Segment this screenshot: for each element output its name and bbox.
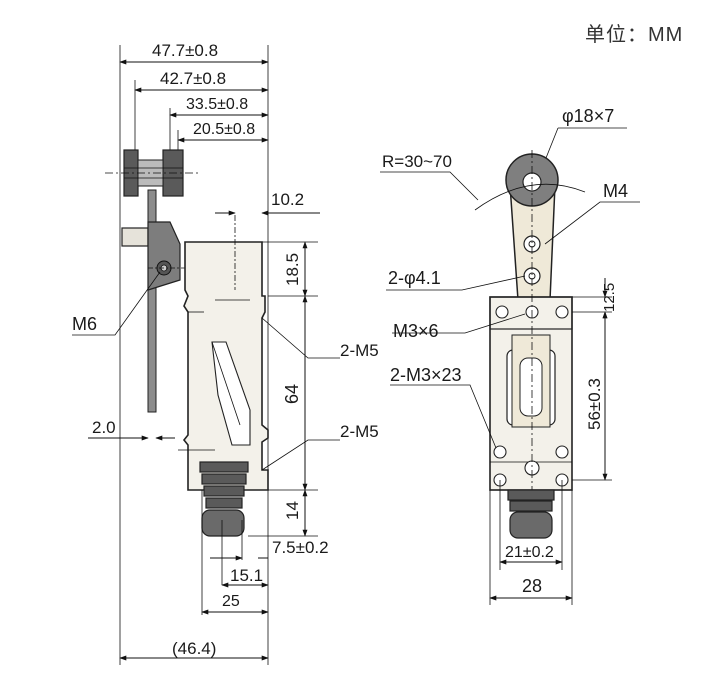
dim-lever: 42.7±0.8	[160, 69, 226, 88]
dim-2-0: 2.0	[92, 418, 116, 437]
dim-10-2: 10.2	[271, 190, 304, 209]
label-m3x6: M3×6	[393, 321, 439, 341]
lever-arm	[147, 189, 157, 413]
label-roller: φ18×7	[562, 106, 614, 126]
dim-12-5: 12.5	[601, 283, 618, 312]
dim-28: 28	[522, 576, 542, 596]
lever-hub	[121, 221, 185, 291]
dim-14: 14	[283, 501, 302, 520]
label-m5-bottom: 2-M5	[340, 422, 379, 441]
dim-56: 56±0.3	[585, 378, 604, 430]
front-view: φ18×7 R=30~70 M4 2-φ4.1 M3×6 2-M3×23 12.…	[380, 106, 640, 605]
unit-label: 单位：MM	[585, 24, 684, 46]
label-m6: M6	[72, 314, 97, 334]
dim-roller-2: 20.5±0.8	[193, 121, 255, 138]
dim-21: 21±0.2	[505, 544, 554, 561]
dim-roller-1: 33.5±0.8	[186, 96, 248, 113]
label-m5-top: 2-M5	[340, 341, 379, 360]
cable-gland-side	[199, 461, 249, 537]
label-holes: 2-φ4.1	[388, 268, 441, 288]
dim-25: 25	[222, 593, 240, 610]
cable-gland-front	[507, 489, 555, 539]
dim-46-4: (46.4)	[172, 639, 216, 658]
top-roller-assembly	[105, 149, 200, 197]
label-m3x23: 2-M3×23	[390, 365, 462, 385]
dim-overall: 47.7±0.8	[152, 41, 218, 60]
dim-64: 64	[282, 384, 302, 404]
side-view: 47.7±0.8 42.7±0.8 33.5±0.8 20.5±0.8 10.2…	[72, 41, 379, 665]
dim-7-5: 7.5±0.2	[272, 538, 329, 557]
label-radius: R=30~70	[382, 152, 452, 171]
dim-15-1: 15.1	[230, 566, 263, 585]
dim-18-5: 18.5	[283, 253, 302, 286]
label-m4: M4	[603, 181, 628, 201]
